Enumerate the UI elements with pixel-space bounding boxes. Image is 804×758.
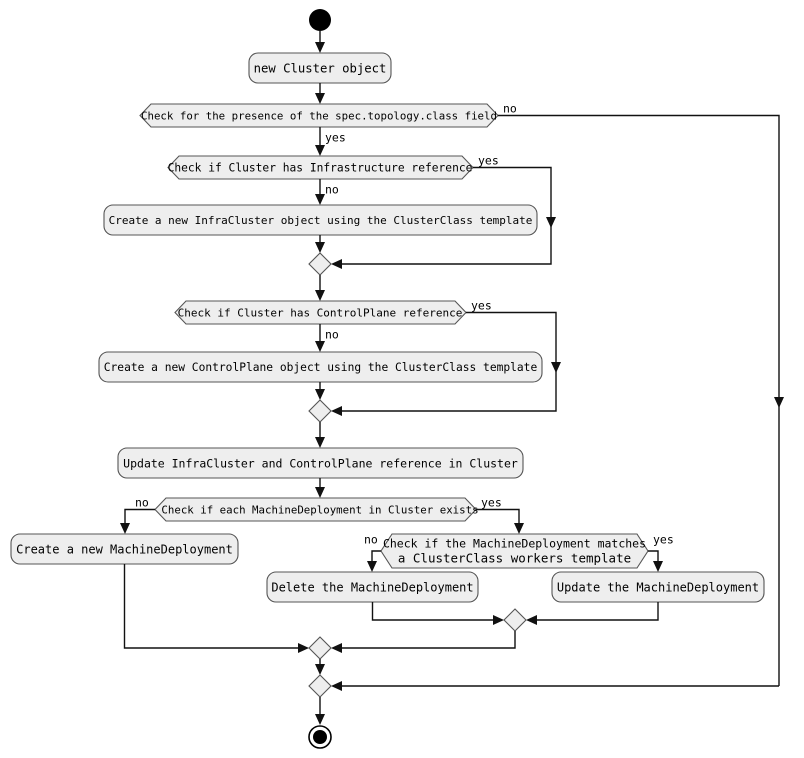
edge-create-controlplane-to-merge [315,382,325,400]
decision-check-machinedeployment-matches-label-line2: a ClusterClass workers template [398,551,631,566]
edge-update-refs-to-md-exists-check [315,478,325,498]
edge-final-merge-to-end [315,697,325,725]
edge-delete-md-to-inner-merge [371,602,504,625]
merge-node-controlplane [308,399,332,423]
start-node [309,9,331,31]
edge-update-md-to-inner-merge [526,602,659,625]
decision-check-machinedeployment-matches-label-line1: Check if the MachineDeployment matches [383,537,646,551]
edge-new-cluster-to-check-topology [315,83,325,104]
decision-check-machinedeployment-exists[interactable]: Check if each MachineDeployment in Clust… [154,497,479,522]
activity-update-machinedeployment-label: Update the MachineDeployment [557,581,759,595]
activity-new-cluster-object[interactable]: new Cluster object [248,52,392,84]
activity-create-infracluster[interactable]: Create a new InfraCluster object using t… [103,204,538,236]
edge-md-matches-no-to-delete-md [367,550,381,572]
edge-label-topology-no: no [503,102,517,116]
activity-update-references-label: Update InfraCluster and ControlPlane ref… [123,457,518,471]
merge-node-machinedeployment-outer [308,636,332,660]
edge-merge-controlplane-to-update-refs [315,422,325,448]
edge-controlplane-yes-bypass [331,311,561,416]
activity-update-machinedeployment[interactable]: Update the MachineDeployment [551,571,765,603]
activity-delete-machinedeployment[interactable]: Delete the MachineDeployment [266,571,479,603]
edge-outer-merge-to-final-merge [315,659,325,675]
decision-check-machinedeployment-matches[interactable]: Check if the MachineDeployment matches a… [380,533,649,569]
edge-merge-infra-to-controlplane-check [315,275,325,301]
edge-start-to-new-cluster [315,31,325,53]
decision-check-controlplane-reference[interactable]: Check if Cluster has ControlPlane refere… [174,300,467,325]
edge-label-topology-yes: yes [325,131,346,145]
edge-label-md-matches-yes: yes [653,533,674,547]
end-node [308,725,332,749]
decision-check-topology-class[interactable]: Check for the presence of the spec.topol… [139,103,499,128]
activity-create-machinedeployment-label: Create a new MachineDeployment [16,543,233,557]
edge-label-md-exists-yes: yes [481,496,502,510]
edge-md-exists-no-to-create-md [120,508,155,534]
edge-create-infracluster-to-merge [315,235,325,253]
edge-infra-yes-bypass [331,166,556,269]
edge-label-controlplane-yes: yes [471,299,492,313]
decision-check-topology-class-label: Check for the presence of the spec.topol… [141,110,497,123]
activity-update-references[interactable]: Update InfraCluster and ControlPlane ref… [117,447,524,479]
edge-label-md-matches-no: no [364,533,378,547]
edge-controlplane-no-to-create-controlplane [315,324,325,352]
activity-new-cluster-object-label: new Cluster object [254,62,387,76]
edge-label-infra-no: no [325,183,339,197]
activity-create-infracluster-label: Create a new InfraCluster object using t… [109,214,533,227]
merge-node-machinedeployment-inner [503,608,527,632]
edge-label-controlplane-no: no [325,328,339,342]
decision-check-controlplane-reference-label: Check if Cluster has ControlPlane refere… [178,307,463,320]
edge-infra-no-to-create-infracluster [315,179,325,205]
decision-check-machinedeployment-exists-label: Check if each MachineDeployment in Clust… [161,504,478,517]
activity-delete-machinedeployment-label: Delete the MachineDeployment [271,581,473,595]
edge-create-md-to-outer-merge [123,564,309,653]
merge-node-final [308,674,332,698]
activity-create-controlplane-label: Create a new ControlPlane object using t… [104,361,538,374]
edge-topology-no-bypass [331,114,784,691]
decision-check-infrastructure-reference[interactable]: Check if Cluster has Infrastructure refe… [167,155,474,180]
edge-md-matches-yes-to-update-md [648,550,663,572]
edge-label-infra-yes: yes [478,154,499,168]
merge-node-infrastructure [308,252,332,276]
edge-md-exists-yes-to-md-matches-check [476,508,524,534]
edge-inner-merge-to-outer-merge [331,631,516,653]
activity-create-machinedeployment[interactable]: Create a new MachineDeployment [10,533,239,565]
edge-label-md-exists-no: no [135,496,149,510]
edge-topology-yes-to-infra-check [315,127,325,156]
activity-create-controlplane[interactable]: Create a new ControlPlane object using t… [98,351,543,383]
decision-check-infrastructure-reference-label: Check if Cluster has Infrastructure refe… [168,162,473,175]
